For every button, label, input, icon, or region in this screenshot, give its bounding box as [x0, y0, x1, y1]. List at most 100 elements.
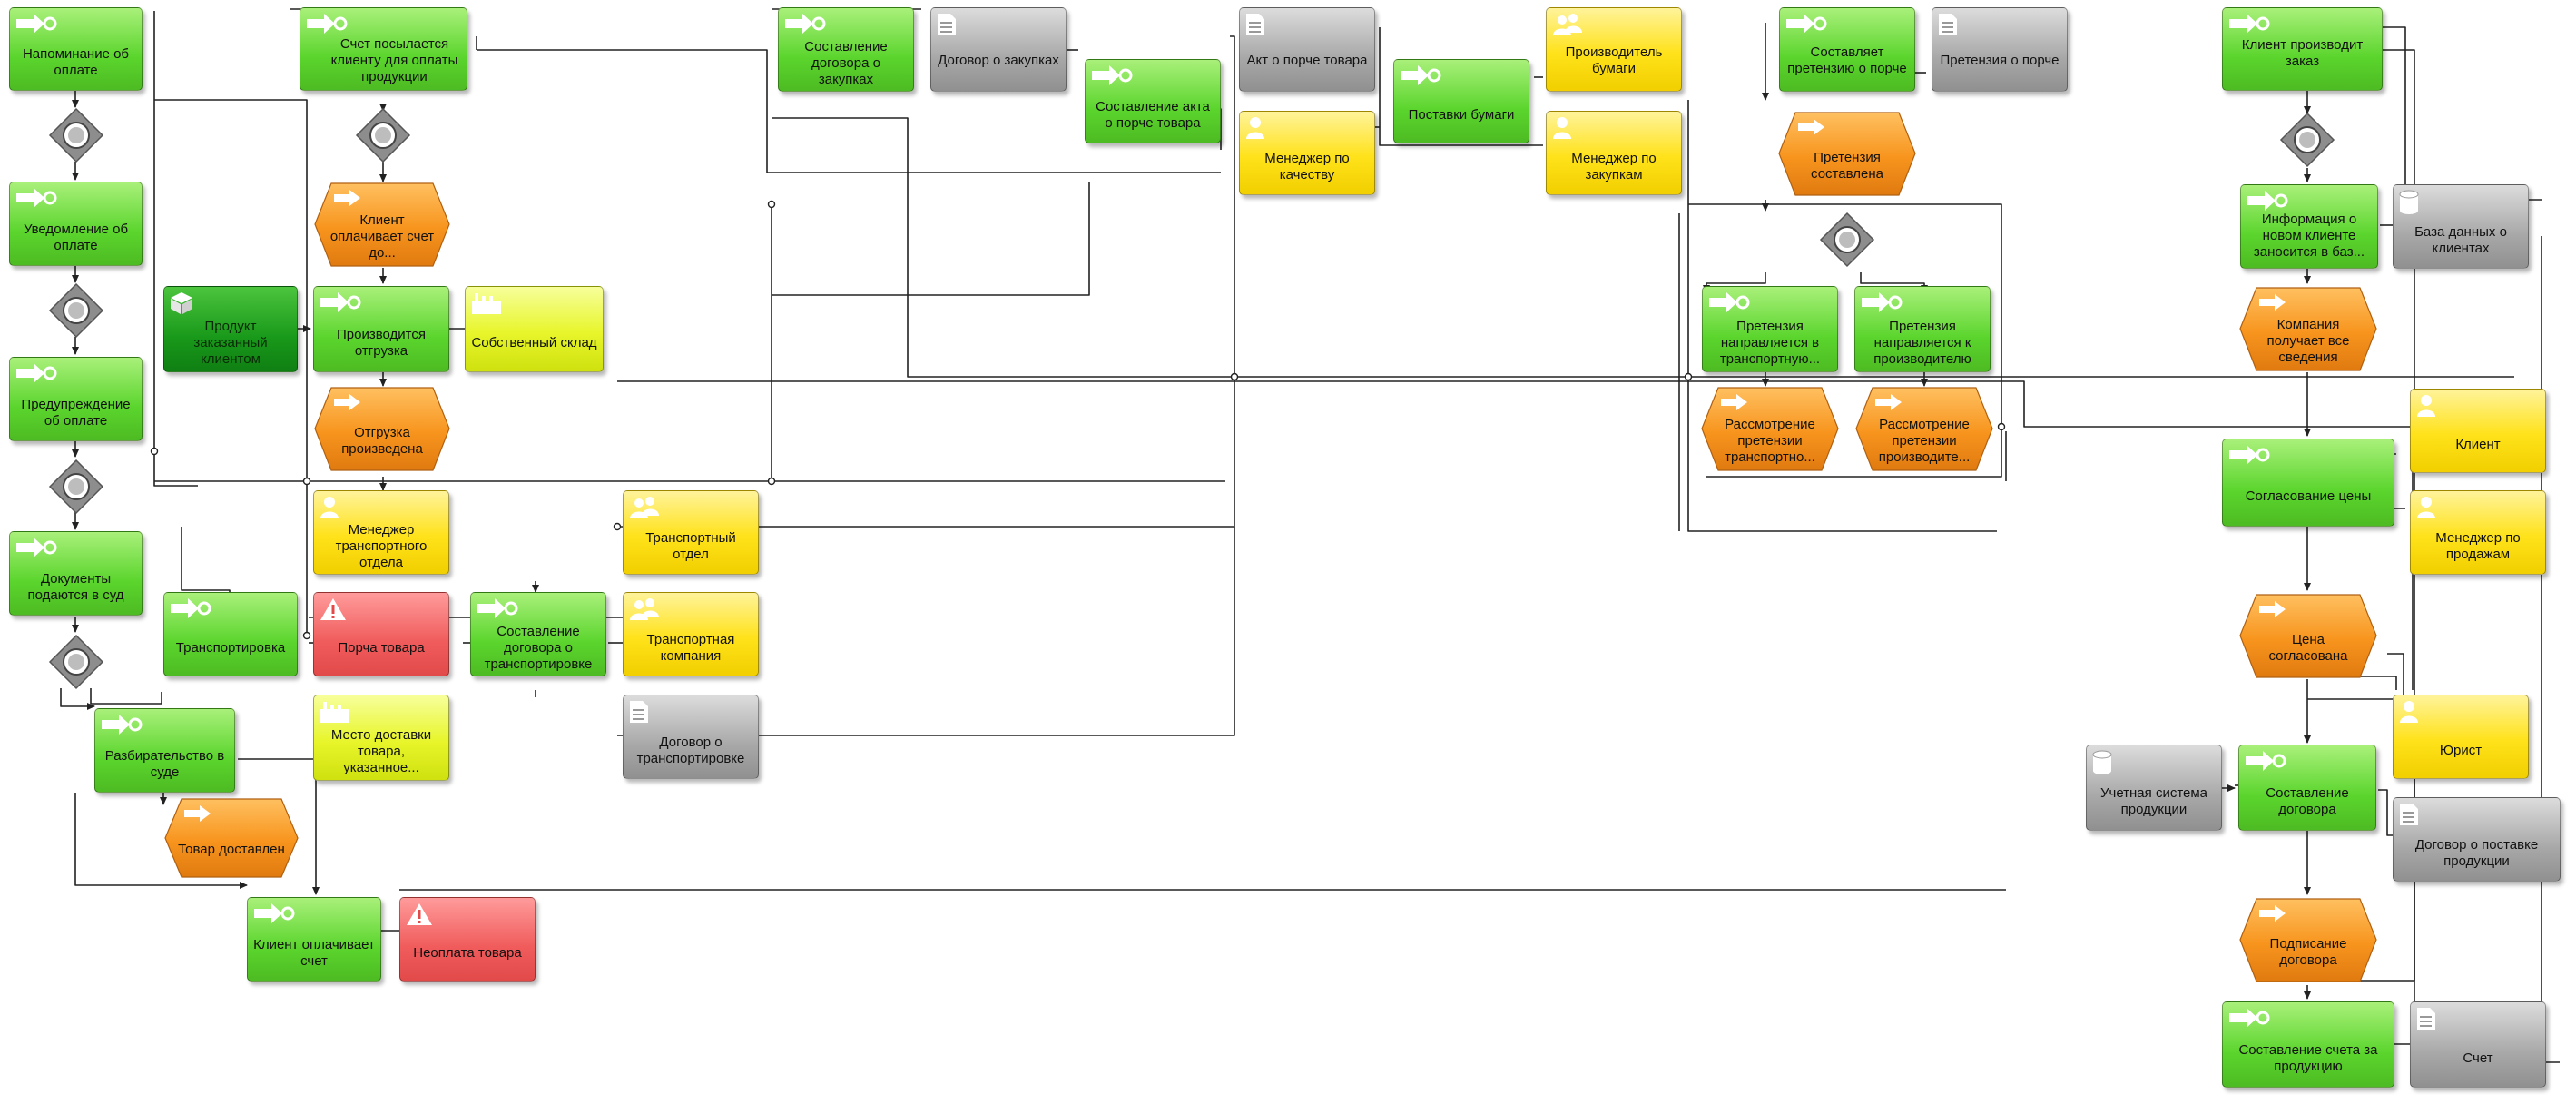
- function-transportation[interactable]: Транспортировка: [163, 592, 298, 676]
- xor-connector-icon: [48, 459, 104, 515]
- risk-goods-damage[interactable]: Порча товара: [313, 592, 449, 676]
- document-invoice[interactable]: Счет: [2410, 1001, 2546, 1088]
- node-label: Счет посылается клиенту для оплаты проду…: [330, 36, 458, 84]
- person-icon: [2417, 395, 2435, 417]
- function-icon: [16, 188, 57, 208]
- node-label: Договор о поставке продукции: [2414, 836, 2539, 869]
- function-shipment[interactable]: Производится отгрузка: [313, 286, 449, 372]
- group-icon: [1553, 14, 1582, 35]
- node-label: Предупреждение об оплате: [21, 396, 131, 429]
- function-icon: [2229, 445, 2270, 465]
- function-purchase-contract[interactable]: Составление договора о закупках: [778, 7, 914, 92]
- function-client-order[interactable]: Клиент производит заказ: [2222, 7, 2383, 91]
- function-icon: [1401, 65, 1441, 85]
- event-arrow-icon: [2259, 294, 2286, 311]
- role-quality-manager[interactable]: Менеджер по качеству: [1239, 111, 1375, 195]
- connector-xor[interactable]: [1819, 212, 1875, 268]
- document-damage-claim[interactable]: Претензия о порче: [1932, 7, 2068, 92]
- function-compose-claim[interactable]: Составляет претензию о порче: [1779, 7, 1915, 92]
- node-label: Цена согласована: [2268, 631, 2348, 664]
- function-icon: [2246, 751, 2286, 771]
- role-paper-manufacturer[interactable]: Производитель бумаги: [1546, 7, 1682, 92]
- function-payment-reminder[interactable]: Напоминание об оплате: [9, 7, 143, 91]
- document-transport-contract[interactable]: Договор о транспортировке: [623, 695, 759, 779]
- connector-xor[interactable]: [48, 634, 104, 690]
- node-label: Менеджер по закупкам: [1571, 150, 1657, 182]
- document-icon: [1246, 14, 1264, 35]
- document-purchase-contract[interactable]: Договор о закупках: [930, 7, 1067, 92]
- role-transport-company[interactable]: Транспортная компания: [623, 592, 759, 676]
- function-claim-to-transport[interactable]: Претензия направляется в транспортную...: [1702, 286, 1838, 372]
- function-icon: [1709, 292, 1750, 312]
- function-transport-contract[interactable]: Составление договора о транспортировке: [470, 592, 606, 676]
- event-goods-delivered[interactable]: Товар доставлен: [163, 797, 300, 879]
- function-court-filing[interactable]: Документы подаются в суд: [9, 531, 143, 616]
- node-label: Порча товара: [338, 639, 425, 656]
- function-invoice-sent[interactable]: Счет посылается клиенту для оплаты проду…: [300, 7, 467, 91]
- document-icon: [2417, 1008, 2435, 1030]
- role-transport-department[interactable]: Транспортный отдел: [623, 490, 759, 575]
- event-hexagon-icon: [2239, 898, 2377, 982]
- connector-xor[interactable]: [48, 107, 104, 163]
- event-shipment-done[interactable]: Отгрузка произведена: [313, 386, 451, 472]
- document-icon: [938, 14, 956, 35]
- document-supply-contract[interactable]: Договор о поставке продукции: [2393, 797, 2561, 882]
- node-label: Уведомление об оплате: [23, 221, 129, 253]
- function-court-trial[interactable]: Разбирательство в суде: [94, 708, 235, 793]
- node-label: Составляет претензию о порче: [1787, 44, 1907, 76]
- event-company-receives-info[interactable]: Компания получает все сведения: [2238, 286, 2378, 372]
- function-invoice-drafting[interactable]: Составление счета за продукцию: [2222, 1001, 2394, 1088]
- function-paper-supply[interactable]: Поставки бумаги: [1393, 59, 1529, 143]
- node-label: Претензия направляется к производителю: [1873, 318, 1971, 367]
- database-product-accounting[interactable]: Учетная система продукции: [2086, 745, 2222, 831]
- event-claim-composed[interactable]: Претензия составлена: [1777, 111, 1917, 197]
- resource-delivery-place[interactable]: Место доставки товара, указанное...: [313, 695, 449, 781]
- function-icon: [102, 715, 143, 735]
- function-contract-drafting[interactable]: Составление договора: [2238, 745, 2376, 831]
- event-contract-signing[interactable]: Подписание договора: [2238, 897, 2378, 983]
- node-label: Счет: [2463, 1050, 2493, 1066]
- event-arrow-icon: [334, 394, 360, 410]
- role-sales-manager[interactable]: Менеджер по продажам: [2410, 490, 2546, 575]
- role-transport-manager[interactable]: Менеджер транспортного отдела: [313, 490, 449, 575]
- resource-own-warehouse[interactable]: Собственный склад: [465, 286, 604, 372]
- warning-icon: [407, 903, 432, 925]
- event-hexagon-icon: [2239, 287, 2377, 371]
- database-clients[interactable]: База данных о клиентах: [2393, 184, 2529, 269]
- node-label: Продукт заказанный клиентом: [193, 318, 268, 367]
- connector-xor[interactable]: [2279, 112, 2335, 168]
- event-client-pays-invoice[interactable]: Клиент оплачивает счет до...: [313, 182, 451, 268]
- function-new-client-info[interactable]: Информация о новом клиенте заносится в б…: [2240, 184, 2378, 269]
- node-label: Неоплата товара: [413, 944, 522, 961]
- function-damage-act[interactable]: Составление акта о порче товара: [1085, 59, 1221, 143]
- object-ordered-product[interactable]: Продукт заказанный клиентом: [163, 286, 298, 372]
- database-icon: [2092, 750, 2112, 774]
- xor-connector-icon: [48, 107, 104, 163]
- function-payment-warning[interactable]: Предупреждение об оплате: [9, 357, 143, 441]
- connector-xor[interactable]: [48, 459, 104, 515]
- event-review-transport-claim[interactable]: Рассмотрение претензии транспортно...: [1700, 386, 1840, 472]
- function-payment-notice[interactable]: Уведомление об оплате: [9, 182, 143, 266]
- role-lawyer[interactable]: Юрист: [2393, 695, 2529, 779]
- function-claim-to-manufacturer[interactable]: Претензия направляется к производителю: [1854, 286, 1991, 372]
- function-price-agreement[interactable]: Согласование цены: [2222, 439, 2394, 527]
- connector-xor[interactable]: [355, 107, 411, 163]
- event-hexagon-icon: [1778, 112, 1916, 196]
- event-review-manufacturer-claim[interactable]: Рассмотрение претензии производите...: [1854, 386, 1994, 472]
- event-arrow-icon: [2259, 905, 2286, 922]
- event-price-agreed[interactable]: Цена согласована: [2238, 593, 2378, 679]
- connector-xor[interactable]: [48, 282, 104, 339]
- node-label: Составление счета за продукцию: [2238, 1041, 2378, 1074]
- function-icon: [1092, 65, 1133, 85]
- node-label: Документы подаются в суд: [27, 570, 124, 603]
- risk-nonpayment[interactable]: Неоплата товара: [399, 897, 536, 982]
- event-hexagon-icon: [314, 182, 450, 267]
- function-client-pays[interactable]: Клиент оплачивает счет: [247, 897, 381, 982]
- role-purchase-manager[interactable]: Менеджер по закупкам: [1546, 111, 1682, 195]
- event-arrow-icon: [1721, 394, 1747, 410]
- role-client[interactable]: Клиент: [2410, 389, 2546, 473]
- document-damage-act[interactable]: Акт о порче товара: [1239, 7, 1375, 92]
- node-label: Напоминание об оплате: [22, 46, 130, 78]
- node-label: Менеджер по качеству: [1264, 150, 1350, 182]
- document-icon: [1939, 14, 1957, 35]
